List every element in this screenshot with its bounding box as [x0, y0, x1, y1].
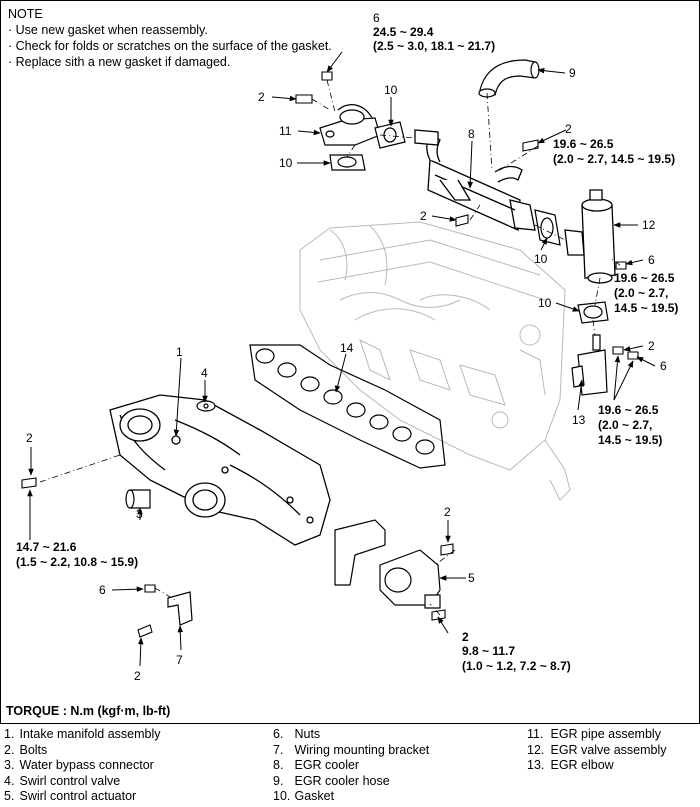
callout-2-actuator-bolt: 2	[462, 630, 469, 644]
torque-valve-3: 14.5 ~ 19.5)	[614, 301, 678, 315]
callout-10-pipe: 10	[384, 83, 398, 97]
exploded-view-drawing: 1 4 14 2 3 6 2 7 2 5 2 6 11 10 10 8 9 2 …	[16, 11, 678, 683]
torque-unit-label: TORQUE : N.m (kgf·m, lb-ft)	[6, 704, 171, 718]
callout-8: 8	[468, 127, 475, 141]
callout-1: 1	[176, 345, 183, 359]
callout-5: 5	[468, 571, 475, 585]
legend-column-2: 6. Nuts 7. Wiring mounting bracket 8. EG…	[273, 727, 429, 805]
callout-4: 4	[201, 366, 208, 380]
callout-2-pipe: 2	[258, 90, 265, 104]
note-line-2: · Check for folds or scratches on the su…	[8, 39, 332, 53]
legend-item: 4. Swirl control valve	[4, 773, 121, 788]
torque-cooler-bolt-1: 19.6 ~ 26.5	[553, 137, 614, 151]
intake-manifold	[109, 394, 331, 546]
manifold-gasket	[249, 344, 446, 469]
egr-cooler	[414, 129, 536, 231]
legend-item: 10. Gasket	[273, 789, 335, 804]
callout-11: 11	[279, 124, 292, 138]
swirl-control-valve	[196, 400, 216, 412]
torque-nut-top-2: (2.5 ~ 3.0, 18.1 ~ 21.7)	[373, 39, 495, 53]
note-line-3: · Replace sith a new gasket if damaged.	[8, 55, 231, 69]
callout-2-manifold: 2	[26, 431, 33, 445]
callout-14: 14	[340, 341, 354, 355]
leader-lines	[27, 51, 656, 667]
egr-cooler-hose	[478, 59, 540, 98]
callout-2-actuator: 2	[444, 505, 451, 519]
legend-item: 12. EGR valve assembly	[527, 742, 667, 757]
torque-actuator-2: (1.0 ~ 1.2, 7.2 ~ 8.7)	[462, 659, 571, 673]
egr-pipe-assembly	[319, 104, 381, 146]
callout-6-elbow: 6	[660, 359, 667, 373]
legend-item: 2. Bolts	[4, 742, 48, 757]
swirl-control-actuator	[334, 519, 441, 609]
torque-manifold-2: (1.5 ~ 2.2, 10.8 ~ 15.9)	[16, 555, 138, 569]
legend-item: 11. EGR pipe assembly	[527, 727, 661, 741]
callout-13: 13	[572, 413, 586, 427]
callout-3: 3	[136, 507, 143, 521]
legend-item: 8. EGR cooler	[273, 758, 360, 773]
torque-valve-1: 19.6 ~ 26.5	[614, 271, 675, 285]
alignment-lines	[39, 79, 621, 616]
torque-actuator-1: 9.8 ~ 11.7	[462, 644, 515, 658]
torque-nut-top-1: 24.5 ~ 29.4	[373, 25, 434, 39]
torque-cooler-bolt-2: (2.0 ~ 2.7, 14.5 ~ 19.5)	[553, 152, 675, 166]
legend-item: 6. Nuts	[273, 727, 321, 741]
callout-2-bracket: 2	[134, 669, 141, 683]
torque-labels: 24.5 ~ 29.4 (2.5 ~ 3.0, 18.1 ~ 21.7) 19.…	[16, 25, 678, 673]
callout-6-valve: 6	[648, 253, 655, 267]
torque-elbow-3: 14.5 ~ 19.5)	[598, 433, 662, 447]
callout-2-elbow: 2	[648, 339, 655, 353]
callout-2-cooler-lower: 2	[420, 209, 427, 223]
note-line-1: · Use new gasket when reassembly.	[8, 23, 208, 37]
note-title: NOTE	[8, 7, 43, 21]
legend-column-1: 1. Intake manifold assembly 2. Bolts 3. …	[4, 727, 161, 805]
callout-10-cooler: 10	[534, 252, 548, 266]
egr-valve-assembly	[564, 189, 616, 284]
torque-valve-2: (2.0 ~ 2.7,	[614, 286, 668, 300]
callout-10-lower: 10	[279, 156, 293, 170]
engine-block	[299, 221, 571, 501]
callout-12: 12	[642, 218, 656, 232]
egr-gaskets	[329, 121, 609, 324]
legend-item: 13. EGR elbow	[527, 758, 614, 773]
torque-elbow-2: (2.0 ~ 2.7,	[598, 418, 652, 432]
legend-item: 1. Intake manifold assembly	[4, 727, 161, 741]
legend-column-3: 11. EGR pipe assembly 12. EGR valve asse…	[527, 727, 667, 774]
callout-2-cooler: 2	[565, 122, 572, 136]
water-bypass-connector	[125, 489, 151, 509]
egr-elbow	[571, 334, 608, 396]
callout-7: 7	[176, 653, 183, 667]
legend-item: 7. Wiring mounting bracket	[273, 742, 430, 757]
bolts-and-nuts	[21, 71, 639, 638]
callout-9: 9	[569, 66, 576, 80]
callout-labels: 1 4 14 2 3 6 2 7 2 5 2 6 11 10 10 8 9 2 …	[26, 11, 667, 683]
legend-item: 3. Water bypass connector	[4, 758, 154, 773]
legend-item: 9. EGR cooler hose	[273, 773, 390, 788]
note-block: NOTE · Use new gasket when reassembly. ·…	[8, 6, 332, 70]
callout-10-elbow: 10	[538, 296, 552, 310]
torque-manifold-1: 14.7 ~ 21.6	[16, 540, 77, 554]
callout-6-top: 6	[373, 11, 380, 25]
legend-item: 5. Swirl control actuator	[4, 789, 137, 804]
wiring-mounting-bracket	[167, 591, 193, 626]
callout-6-manifold: 6	[99, 583, 106, 597]
torque-elbow-1: 19.6 ~ 26.5	[598, 403, 659, 417]
